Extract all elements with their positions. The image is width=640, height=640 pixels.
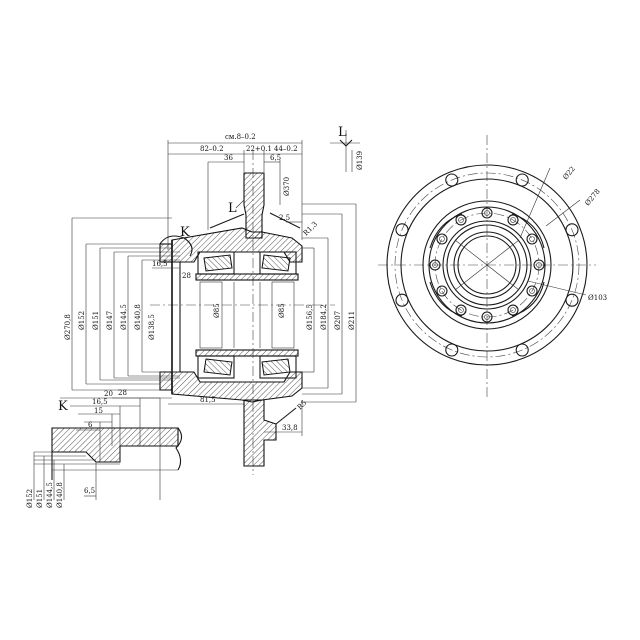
detail-dim-65: 6,5 [84, 487, 95, 495]
inner-bolt-hole [455, 304, 467, 316]
dim-dia139: Ø139 [356, 151, 364, 170]
dim-28-side: 28 [182, 272, 191, 280]
detail-k-texts: 20 16,5 15 6 6,5 Ø152 Ø151 Ø144,5 Ø140,8 [26, 390, 113, 508]
outer-flange-circle [386, 164, 588, 366]
dim-r13: R1,3 [302, 220, 319, 237]
dim-338: 33,8 [282, 424, 298, 432]
detail-dim-15: 15 [94, 407, 103, 415]
inner-bolt-hole-core [458, 307, 464, 313]
dim-25: 2,5 [279, 214, 290, 222]
dim-44: 44–0.2 [274, 145, 298, 153]
dim-dia85a: Ø85 [213, 303, 221, 318]
hub-lower-wall [171, 371, 303, 403]
right-diameter-lines [302, 203, 357, 403]
inner-bolt-hole-core [536, 262, 542, 268]
dim-dia211: Ø211 [348, 311, 356, 330]
inner-bolt-hole [507, 214, 519, 226]
inner-bolt-hole-core [529, 236, 535, 242]
outer-bolt-hole [565, 223, 579, 237]
inner-bolt-hole [481, 207, 493, 219]
dim-dia1565: Ø156,5 [306, 304, 314, 330]
detail-dim-6: 6 [88, 421, 93, 429]
inner-bolt-hole [436, 285, 448, 297]
outer-bolt-hole [515, 343, 529, 357]
detail-dim-20: 20 [104, 390, 113, 398]
outer-bolt-hole [395, 293, 409, 307]
section-view [71, 130, 360, 475]
outer-bolt-hole [515, 173, 529, 187]
dim-28-bottom: 28 [118, 389, 127, 397]
label-l-flange: L [228, 201, 237, 216]
inner-bolt-hole [526, 285, 538, 297]
inner-bolt-hole-core [432, 262, 438, 268]
k-detail-marker [159, 235, 193, 257]
dim-dia370: Ø370 [283, 177, 291, 196]
dim-82: 82–0.2 [200, 145, 224, 153]
inner-bolt-hole [526, 233, 538, 245]
dim-dia85b: Ø85 [278, 303, 286, 318]
inner-bolt-hole [429, 259, 441, 271]
dim-dia147: Ø147 [106, 311, 114, 330]
top-flange [243, 172, 265, 239]
dim-dia278: Ø278 [583, 188, 601, 208]
dim-36: 36 [224, 154, 233, 162]
dim-r-bottom: R5 [296, 399, 309, 412]
detail-dim-165: 16,5 [92, 398, 108, 406]
inner-bolt-hole-core [510, 307, 516, 313]
front-view [378, 135, 596, 400]
bottom-flange [243, 399, 277, 467]
section-dimension-texts: см.8–0.2 82–0.2 22+0.1 44–0.2 36 6,5 2,5… [64, 125, 364, 432]
l-symbol-top [330, 130, 360, 172]
detail-k-section [51, 427, 179, 463]
inner-bolt-hole [533, 259, 545, 271]
dim-dia1445: Ø144,5 [120, 304, 128, 330]
dim-total-top: см.8–0.2 [225, 133, 256, 141]
diameter-extension-lines [71, 217, 180, 391]
detail-dia152: Ø152 [26, 489, 34, 508]
label-k-marker: K [180, 225, 190, 240]
detail-dia1408: Ø140,8 [56, 482, 64, 508]
dim-dia103: Ø103 [588, 294, 607, 302]
detail-dia151: Ø151 [36, 489, 44, 508]
inner-bolt-hole-core [510, 217, 516, 223]
dim-dia22: Ø22 [561, 165, 577, 181]
detail-dia1445: Ø144,5 [46, 482, 54, 508]
outer-bolt-hole [445, 343, 459, 357]
dim-dia207: Ø207 [334, 311, 342, 330]
dim-165-side: 16,5 [152, 260, 168, 268]
outer-bolt-hole [445, 173, 459, 187]
front-view-bolt-holes [395, 173, 579, 357]
inner-bolt-hole [507, 304, 519, 316]
dim-815: 81,5 [200, 396, 216, 404]
top-dimension-lines [152, 140, 303, 269]
upper-bearing [195, 251, 299, 281]
dim-22: 22+0.1 [246, 145, 272, 153]
inner-bolt-hole [436, 233, 448, 245]
inner-bolt-hole [481, 311, 493, 323]
inner-bolt-hole [455, 214, 467, 226]
outer-bolt-hole [395, 223, 409, 237]
inner-bolt-hole-core [529, 288, 535, 294]
dim-65-top: 6,5 [270, 154, 281, 162]
dim-dia151: Ø151 [92, 311, 100, 330]
dim-dia1408: Ø140,8 [134, 304, 142, 330]
dim-dia1842: Ø184,2 [320, 304, 328, 330]
front-view-texts: Ø22 Ø278 Ø103 [561, 165, 607, 302]
inner-bolt-hole-core [484, 314, 490, 320]
dim-dia270: Ø270,8 [64, 314, 72, 340]
dim-dia1385: Ø138,5 [148, 314, 156, 340]
inner-bolt-hole-core [484, 210, 490, 216]
inner-bolt-hole-core [439, 236, 445, 242]
dim-dia152: Ø152 [78, 311, 86, 330]
inner-bolt-hole-core [458, 217, 464, 223]
inner-bolt-hole-core [439, 288, 445, 294]
detail-label: K [58, 399, 68, 414]
label-l-top: L [338, 125, 347, 140]
hub-upper-wall [171, 227, 303, 263]
outer-bolt-hole [565, 293, 579, 307]
lower-bearing [195, 349, 299, 379]
detail-k-view: K [33, 397, 183, 500]
